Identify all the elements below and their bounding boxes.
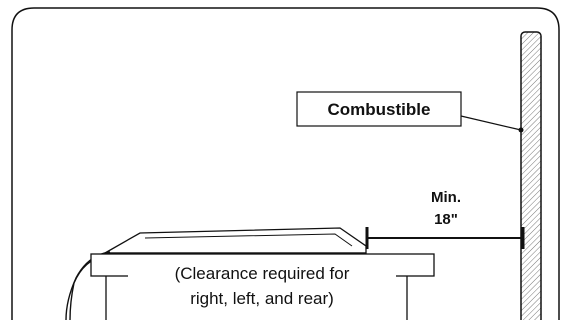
leader-dot	[518, 127, 524, 133]
appliance	[65, 227, 408, 320]
combustible-label: Combustible	[328, 100, 431, 119]
dimension-distance-label: 18"	[434, 211, 458, 228]
combustible-wall	[520, 31, 542, 320]
leader-line	[460, 115, 522, 131]
appliance-cooktop-inner	[144, 233, 353, 247]
clearance-note-background	[128, 258, 396, 320]
appliance-cooktop	[102, 227, 367, 254]
dimension-min-label: Min.	[431, 189, 461, 206]
clearance-note-line-2: right, left, and rear)	[190, 289, 334, 308]
diagram-frame	[11, 7, 560, 320]
combustible-label-box	[296, 91, 462, 127]
clearance-note-line-1: (Clearance required for	[175, 264, 350, 283]
